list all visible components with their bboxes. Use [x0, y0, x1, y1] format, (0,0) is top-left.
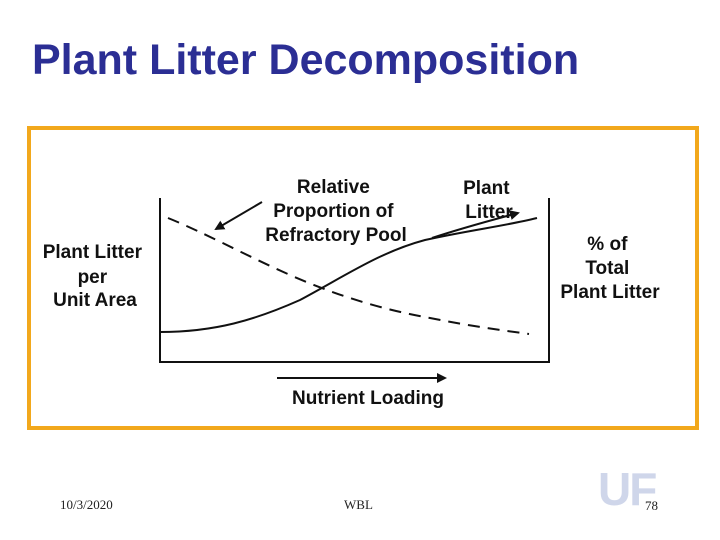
figure-frame — [27, 126, 699, 430]
page-number: 78 — [645, 498, 658, 513]
footer-date: 10/3/2020 — [60, 497, 113, 512]
uf-logo: UF — [598, 463, 657, 515]
y-axis-left-label: Plant Litter per Unit Area — [43, 242, 148, 311]
slide-title: Plant Litter Decomposition — [32, 36, 580, 84]
plant-litter-pointer — [431, 210, 520, 239]
refractory-pool-label: Relative Proportion of Refractory Pool — [265, 177, 406, 246]
axis-frame — [159, 198, 550, 363]
refractory-pool-curve — [167, 217, 530, 335]
x-axis-label: Nutrient Loading — [292, 388, 444, 409]
refractory-pool-pointer — [214, 201, 263, 231]
plant-litter-curve — [159, 217, 538, 333]
y-axis-right-label: % of Total Plant Litter — [560, 234, 660, 303]
footer-author: WBL — [344, 497, 373, 512]
plant-litter-label: Plant Litter — [463, 178, 515, 223]
